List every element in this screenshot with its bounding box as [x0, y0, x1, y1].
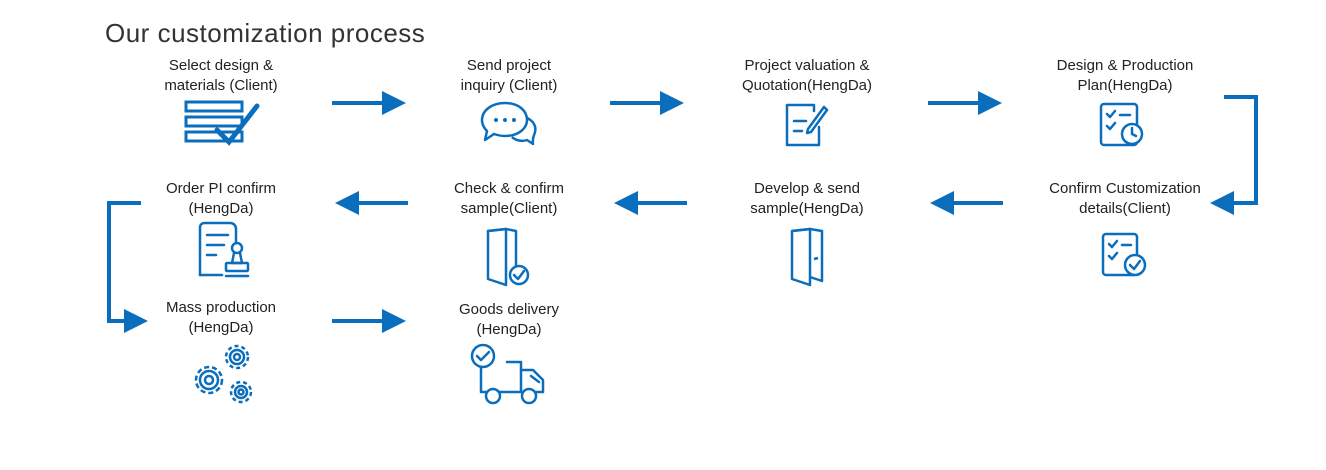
- page-title: Our customization process: [105, 18, 426, 48]
- door-sample-icon: [788, 225, 828, 289]
- checklist-approved-icon: [1100, 231, 1150, 279]
- design-checklist-icon: [183, 100, 263, 150]
- step-select-design-label: Select design &materials (Client): [164, 57, 278, 94]
- gears-icon: [186, 340, 258, 406]
- document-stamp-icon: [194, 221, 252, 279]
- door-sample-check-icon: [482, 225, 532, 289]
- connector-right-bracket: [1210, 95, 1258, 215]
- step-order-pi-label: Order PI confirm(HengDa): [165, 180, 277, 217]
- step-goods-delivery-label: Goods delivery(HengDa): [458, 301, 560, 338]
- delivery-truck-icon: [469, 342, 549, 408]
- connector-left-bracket: [107, 201, 148, 333]
- step-quotation-label: Project valuation &Quotation(HengDa): [741, 57, 873, 94]
- step-mass-production-label: Mass production(HengDa): [165, 299, 277, 336]
- chat-bubbles-icon: [479, 100, 539, 150]
- checklist-clock-icon: [1098, 101, 1148, 149]
- edit-document-icon: [784, 101, 830, 149]
